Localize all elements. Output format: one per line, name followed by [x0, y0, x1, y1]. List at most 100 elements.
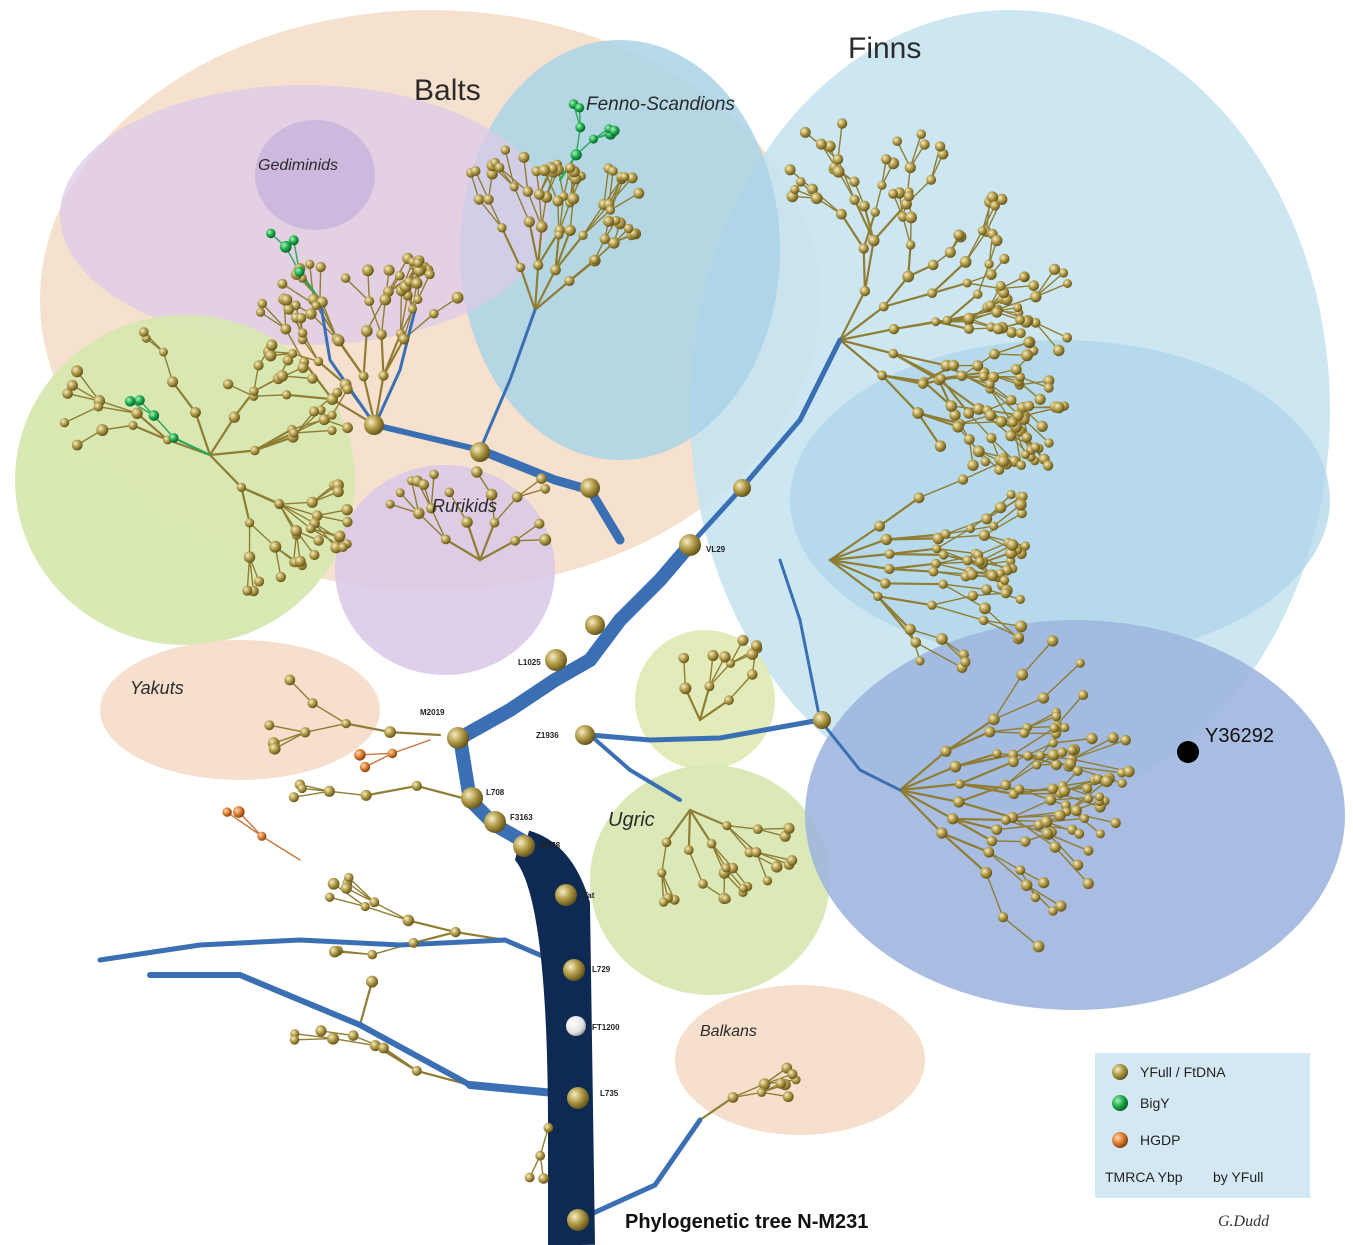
node-ft1200[interactable] — [566, 1016, 586, 1036]
yfull-node[interactable] — [1123, 765, 1135, 778]
yfull-node[interactable] — [1023, 337, 1034, 348]
yfull-node[interactable] — [927, 288, 937, 299]
yfull-node[interactable] — [623, 223, 634, 234]
yfull-node[interactable] — [928, 566, 939, 577]
yfull-node[interactable] — [376, 329, 387, 340]
yfull-node[interactable] — [1048, 906, 1058, 916]
yfull-node[interactable] — [874, 520, 885, 532]
yfull-node[interactable] — [707, 649, 719, 662]
yfull-node[interactable] — [384, 726, 396, 738]
yfull-node[interactable] — [966, 568, 978, 581]
yfull-node[interactable] — [795, 177, 806, 187]
yfull-node[interactable] — [309, 549, 320, 561]
yfull-node[interactable] — [932, 544, 942, 554]
yfull-node[interactable] — [608, 166, 618, 176]
bigy-node[interactable] — [574, 103, 585, 113]
yfull-node[interactable] — [429, 469, 439, 480]
yfull-node[interactable] — [1006, 489, 1016, 500]
yfull-node[interactable] — [1015, 865, 1026, 875]
yfull-node[interactable] — [515, 262, 526, 273]
yfull-node[interactable] — [992, 323, 1004, 335]
yfull-node[interactable] — [1047, 783, 1058, 795]
yfull-node[interactable] — [1058, 268, 1069, 278]
yfull-node[interactable] — [327, 1032, 339, 1045]
yfull-node[interactable] — [987, 570, 998, 582]
yfull-node[interactable] — [963, 323, 975, 334]
yfull-node[interactable] — [451, 291, 464, 304]
yfull-node[interactable] — [411, 277, 423, 289]
yfull-node[interactable] — [879, 301, 889, 312]
yfull-node[interactable] — [538, 1173, 549, 1184]
yfull-node[interactable] — [983, 846, 995, 858]
yfull-node[interactable] — [727, 862, 739, 874]
yfull-node[interactable] — [282, 355, 294, 366]
yfull-node[interactable] — [360, 901, 370, 912]
yfull-node[interactable] — [342, 422, 353, 434]
yfull-node[interactable] — [364, 296, 375, 307]
yfull-node[interactable] — [281, 294, 293, 306]
node-root[interactable] — [567, 1209, 589, 1231]
yfull-node[interactable] — [942, 315, 952, 325]
bigy-node[interactable] — [288, 235, 299, 246]
hgdp-node[interactable] — [222, 807, 232, 817]
yfull-node[interactable] — [329, 946, 341, 958]
yfull-node[interactable] — [426, 503, 437, 514]
yfull-node[interactable] — [378, 370, 389, 381]
yfull-node[interactable] — [1014, 632, 1024, 642]
yfull-node[interactable] — [385, 499, 395, 509]
yfull-node[interactable] — [1052, 344, 1065, 357]
yfull-node[interactable] — [986, 835, 998, 847]
yfull-node[interactable] — [277, 278, 288, 289]
yfull-node[interactable] — [1048, 738, 1058, 748]
yfull-node[interactable] — [253, 360, 264, 371]
yfull-node[interactable] — [724, 695, 734, 706]
yfull-node[interactable] — [358, 371, 369, 382]
yfull-node[interactable] — [523, 216, 535, 228]
yfull-node[interactable] — [264, 720, 275, 731]
yfull-node[interactable] — [313, 356, 324, 367]
yfull-node[interactable] — [360, 325, 373, 337]
yfull-node[interactable] — [1016, 668, 1029, 681]
yfull-node[interactable] — [71, 365, 84, 378]
yfull-node[interactable] — [991, 234, 1003, 247]
yfull-node[interactable] — [940, 745, 952, 757]
yfull-node[interactable] — [873, 591, 883, 601]
yfull-node[interactable] — [254, 576, 265, 587]
yfull-node[interactable] — [1001, 815, 1011, 825]
yfull-node[interactable] — [984, 409, 997, 421]
yfull-node[interactable] — [257, 298, 268, 309]
yfull-node[interactable] — [276, 370, 289, 382]
yfull-node[interactable] — [884, 563, 895, 575]
yfull-node[interactable] — [1101, 775, 1113, 788]
yfull-node[interactable] — [332, 387, 343, 398]
yfull-node[interactable] — [1023, 400, 1035, 412]
yfull-node[interactable] — [608, 237, 620, 249]
yfull-node[interactable] — [1094, 792, 1105, 802]
yfull-node[interactable] — [962, 278, 972, 288]
yfull-node[interactable] — [1010, 364, 1022, 375]
yfull-node[interactable] — [954, 779, 965, 789]
yfull-node[interactable] — [775, 1078, 787, 1089]
yfull-node[interactable] — [344, 872, 354, 883]
yfull-node[interactable] — [952, 421, 964, 433]
yfull-node[interactable] — [334, 530, 346, 542]
yfull-node[interactable] — [131, 407, 143, 419]
yfull-node[interactable] — [306, 496, 318, 508]
hgdp-node[interactable] — [354, 749, 366, 761]
yfull-node[interactable] — [307, 698, 318, 709]
yfull-node[interactable] — [338, 542, 348, 552]
yfull-node[interactable] — [605, 205, 616, 215]
yfull-node[interactable] — [411, 1065, 422, 1076]
yfull-node[interactable] — [782, 1091, 794, 1103]
yfull-node[interactable] — [1086, 732, 1098, 745]
yfull-node[interactable] — [1057, 747, 1068, 758]
yfull-node[interactable] — [1072, 859, 1084, 871]
yfull-node[interactable] — [962, 555, 973, 566]
yfull-node[interactable] — [990, 200, 1000, 211]
yfull-node[interactable] — [424, 269, 435, 280]
yfull-node[interactable] — [932, 532, 944, 545]
yfull-node[interactable] — [536, 473, 547, 485]
yfull-node[interactable] — [661, 837, 672, 848]
yfull-node[interactable] — [327, 425, 337, 436]
yfull-node[interactable] — [1032, 760, 1042, 770]
